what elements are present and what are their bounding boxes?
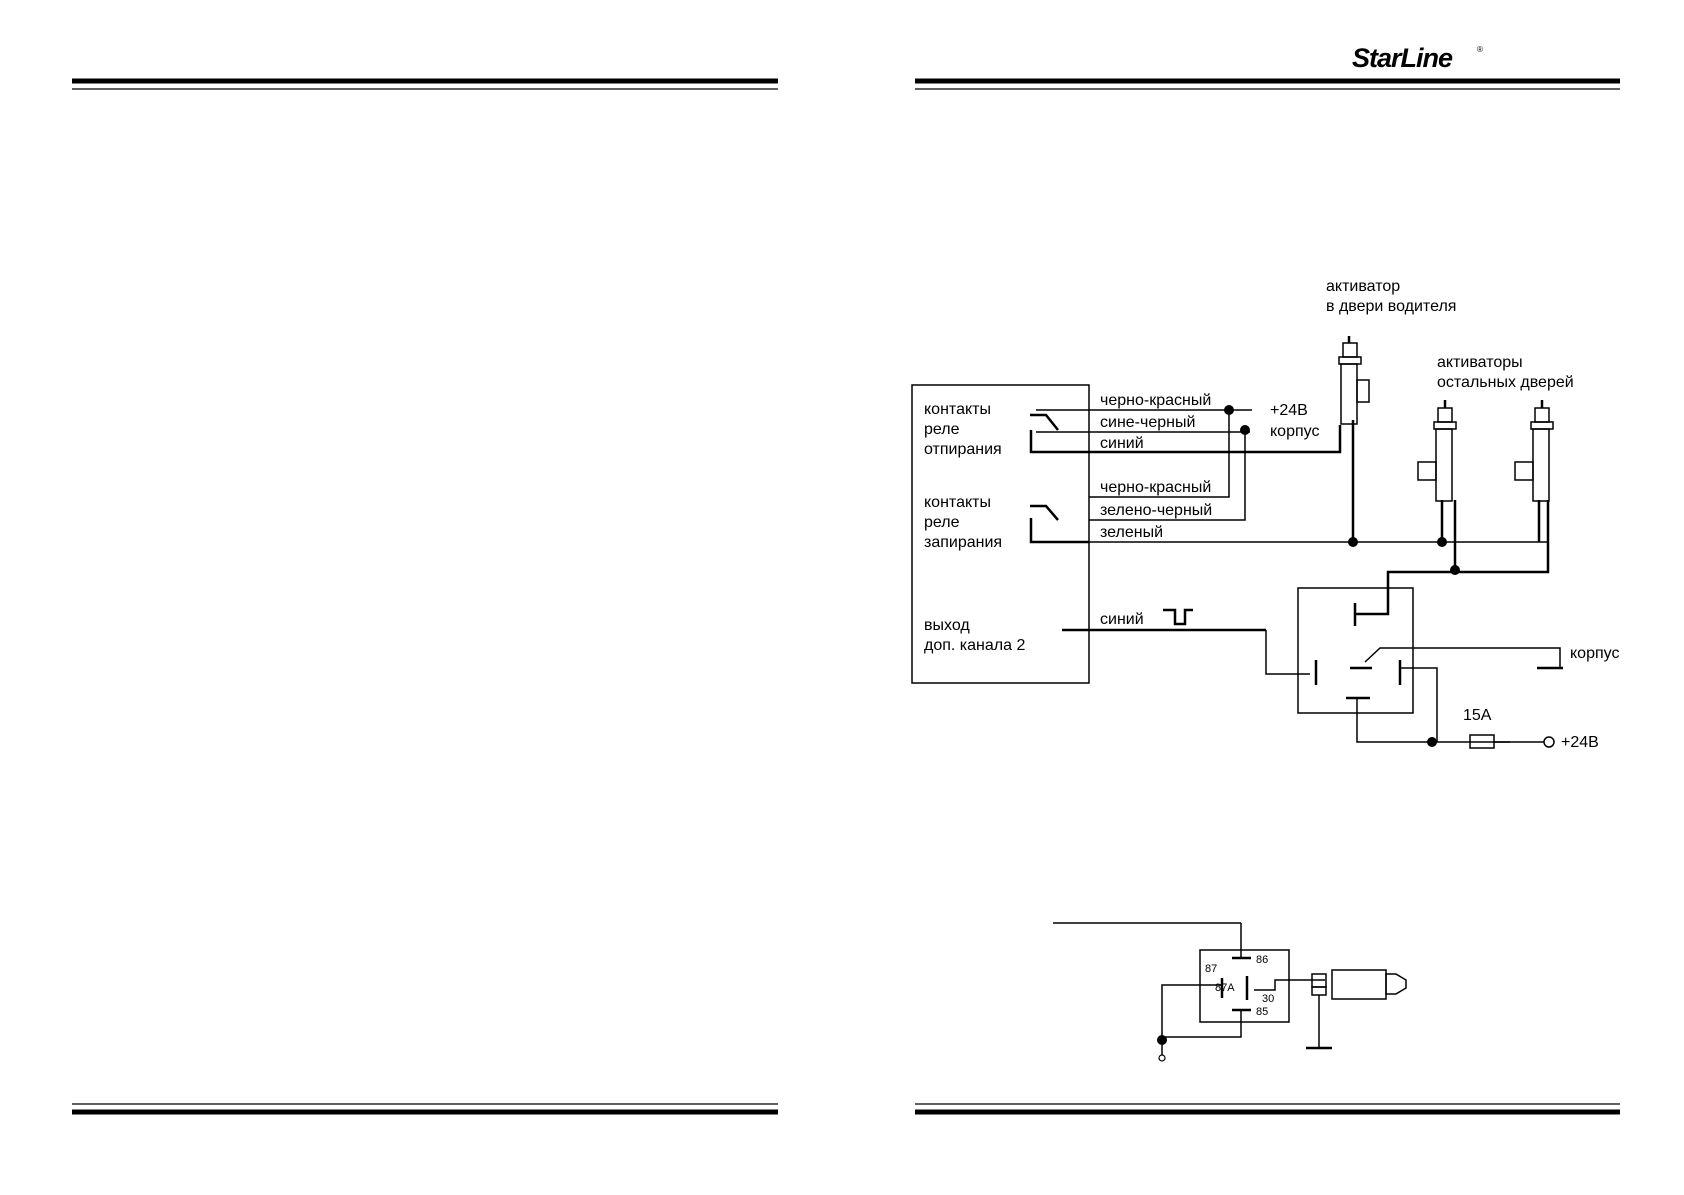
svg-text:в двери водителя: в двери водителя (1326, 298, 1456, 315)
terminal-plus24-bottom-label: +24В (1561, 734, 1599, 751)
terminal-ground-relay: корпус (1570, 645, 1619, 662)
unlock-relay-contact (1029, 409, 1089, 454)
svg-text:запирания: запирания (924, 534, 1002, 551)
lock-relay-label: контакты реле запирания (924, 494, 1002, 551)
wire-label-blue-2: синий (1100, 611, 1144, 628)
svg-text:активаторы: активаторы (1437, 354, 1523, 371)
aux-output-label: выход доп. канала 2 (924, 617, 1025, 654)
driver-actuator-label: активатор в двери водителя (1326, 278, 1456, 315)
svg-text:15А: 15А (1463, 707, 1492, 724)
pin-87a-label: 87A (1215, 982, 1235, 994)
horn-icon (1306, 969, 1407, 1050)
relay-box (1199, 949, 1290, 1023)
unlock-relay-label: контакты реле отпирания (924, 401, 1002, 458)
svg-text:контакты: контакты (924, 494, 991, 511)
wire-label-green-black: зелено-черный (1100, 502, 1212, 519)
wire-label-green: зеленый (1100, 524, 1163, 541)
lock-relay-contact (1029, 504, 1089, 544)
svg-text:реле: реле (924, 514, 960, 531)
wire-label-blue-1: синий (1100, 435, 1144, 452)
door-actuator-icon-1 (1417, 400, 1457, 502)
brand-registered-mark: ® (1477, 45, 1483, 54)
brand-logo: StarLine ® (1352, 43, 1483, 73)
terminal-plus24-top: +24В (1270, 402, 1308, 419)
other-actuators-label: активаторы остальных дверей (1437, 354, 1574, 391)
wire-label-black-red-1: черно-красный (1100, 392, 1211, 409)
pin-86-label: 86 (1256, 954, 1268, 966)
pin-87-label: 87 (1205, 963, 1217, 975)
control-relay (1297, 587, 1563, 747)
door-actuator-icon-2 (1514, 400, 1554, 502)
svg-text:реле: реле (924, 421, 960, 438)
svg-text:отпирания: отпирания (924, 441, 1002, 458)
page-rules (72, 78, 1620, 1115)
svg-text:доп. канала 2: доп. канала 2 (924, 637, 1025, 654)
wire-label-black-red-2: черно-красный (1100, 479, 1211, 496)
fuse-15a: 15А (1463, 707, 1555, 749)
wiring-lines (1062, 405, 1550, 675)
svg-text:остальных дверей: остальных дверей (1437, 374, 1574, 391)
alarm-unit-box (911, 384, 1090, 684)
driver-door-actuator-icon (1338, 336, 1370, 425)
terminal-ground-top: корпус (1270, 423, 1319, 440)
pin-30-label: 30 (1262, 993, 1274, 1005)
svg-text:контакты: контакты (924, 401, 991, 418)
pin-85-label: 85 (1256, 1006, 1268, 1018)
relay-pinout-diagram: 86 87 87A 30 85 (1053, 922, 1407, 1062)
door-lock-wiring-diagram: контакты реле отпирания контакты реле за… (911, 278, 1619, 751)
terminal-plus24-bottom (1543, 736, 1555, 748)
svg-text:выход: выход (924, 617, 970, 634)
svg-text:активатор: активатор (1326, 278, 1400, 295)
wire-label-blue-black: сине-черный (1100, 414, 1195, 431)
brand-name: StarLine (1352, 43, 1453, 73)
